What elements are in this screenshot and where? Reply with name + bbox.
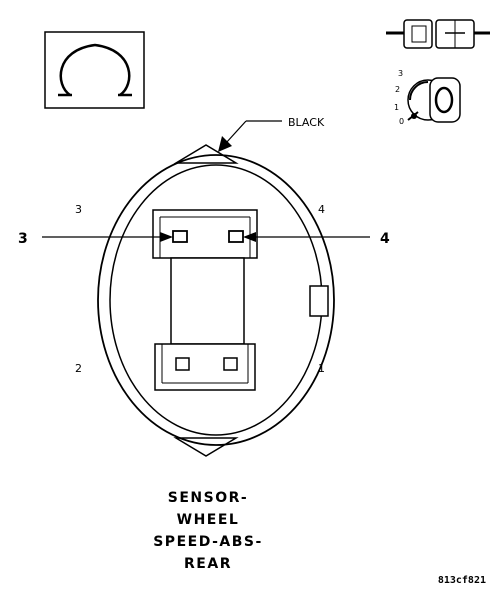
terminal-block-bottom [154, 343, 256, 391]
ohm-symbol-icon [44, 31, 145, 109]
callout-label-right: 4 [380, 231, 390, 247]
terminal-cavity-3 [172, 230, 188, 243]
cavity-number-top-right: 4 [318, 203, 325, 216]
terminal-cavity-2 [175, 357, 190, 371]
terminal-cavity-1 [223, 357, 238, 371]
cavity-number-bottom-left: 2 [75, 362, 82, 375]
switch-position-label: 1 [394, 103, 399, 112]
figure-reference: 813cf821 [438, 575, 486, 586]
connector-plug-icon [386, 19, 490, 49]
terminal-cavity-4 [228, 230, 244, 243]
terminal-body [170, 257, 245, 345]
callout-label-left: 3 [18, 231, 28, 247]
switch-position-label: 2 [395, 85, 400, 94]
title-line: REAR [184, 556, 232, 572]
callout-arrow-left [42, 232, 173, 242]
wire-color-label: BLACK [288, 116, 325, 129]
title-line: SENSOR- [168, 490, 248, 506]
cavity-number-top-left: 3 [75, 203, 82, 216]
title-line: SPEED-ABS- [153, 534, 263, 550]
ignition-switch-icon [407, 77, 461, 123]
callout-arrow-right [243, 232, 370, 242]
wire-color-leader [218, 120, 282, 152]
switch-position-label: 0 [399, 117, 404, 126]
title-line: WHEEL [177, 512, 240, 528]
cavity-number-bottom-right: 1 [318, 362, 325, 375]
switch-position-label: 3 [398, 69, 403, 78]
